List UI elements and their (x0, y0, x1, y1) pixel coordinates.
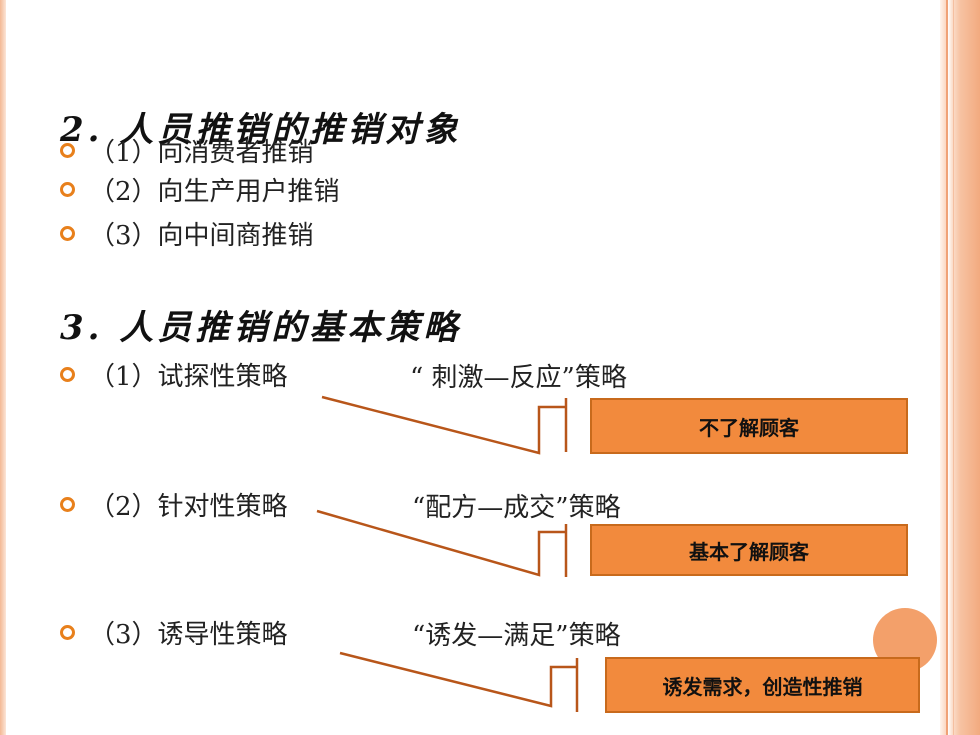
strategy-item: （2）针对性策略 (60, 487, 288, 522)
strategy-name: （3）诱导性策略 (89, 619, 288, 650)
strategy-quote: “ 刺激—反应”策略 (410, 363, 627, 393)
strategy-quote: “配方—成交”策略 (412, 493, 621, 523)
list-item-text: （3）向中间商推销 (89, 220, 314, 251)
list-item: （1）向消费者推销 (60, 133, 314, 168)
section2-heading: 2. 人员推销的推销对象 (60, 110, 462, 150)
bullet-icon (60, 366, 75, 382)
right-border-line (953, 0, 954, 735)
section3-heading: 3. 人员推销的基本策略 (60, 308, 462, 348)
list-item: （3）向中间商推销 (60, 216, 314, 251)
bullet-icon (60, 496, 75, 512)
list-item-text: （2）向生产用户推销 (89, 176, 340, 207)
bullet-icon (60, 624, 75, 640)
strategy-item: （1）试探性策略 (60, 357, 288, 392)
callout-box: 基本了解顾客 (590, 524, 908, 576)
strategy-name: （1）试探性策略 (89, 361, 288, 392)
bullet-icon (60, 142, 75, 158)
strategy-item: （3）诱导性策略 (60, 615, 288, 650)
callout-box: 不了解顾客 (590, 398, 908, 454)
list-item-text: （1）向消费者推销 (89, 137, 314, 168)
callout-connector-line (321, 395, 566, 455)
strategy-name: （2）针对性策略 (89, 491, 288, 522)
left-border (0, 0, 6, 735)
bullet-icon (60, 181, 75, 197)
strategy-quote: “诱发—满足”策略 (412, 621, 621, 651)
callout-box: 诱发需求，创造性推销 (605, 657, 920, 713)
callout-connector-line (339, 651, 577, 708)
list-item: （2）向生产用户推销 (60, 172, 340, 207)
bullet-icon (60, 225, 75, 241)
callout-connector-line (316, 509, 566, 577)
right-border-line (946, 0, 948, 735)
